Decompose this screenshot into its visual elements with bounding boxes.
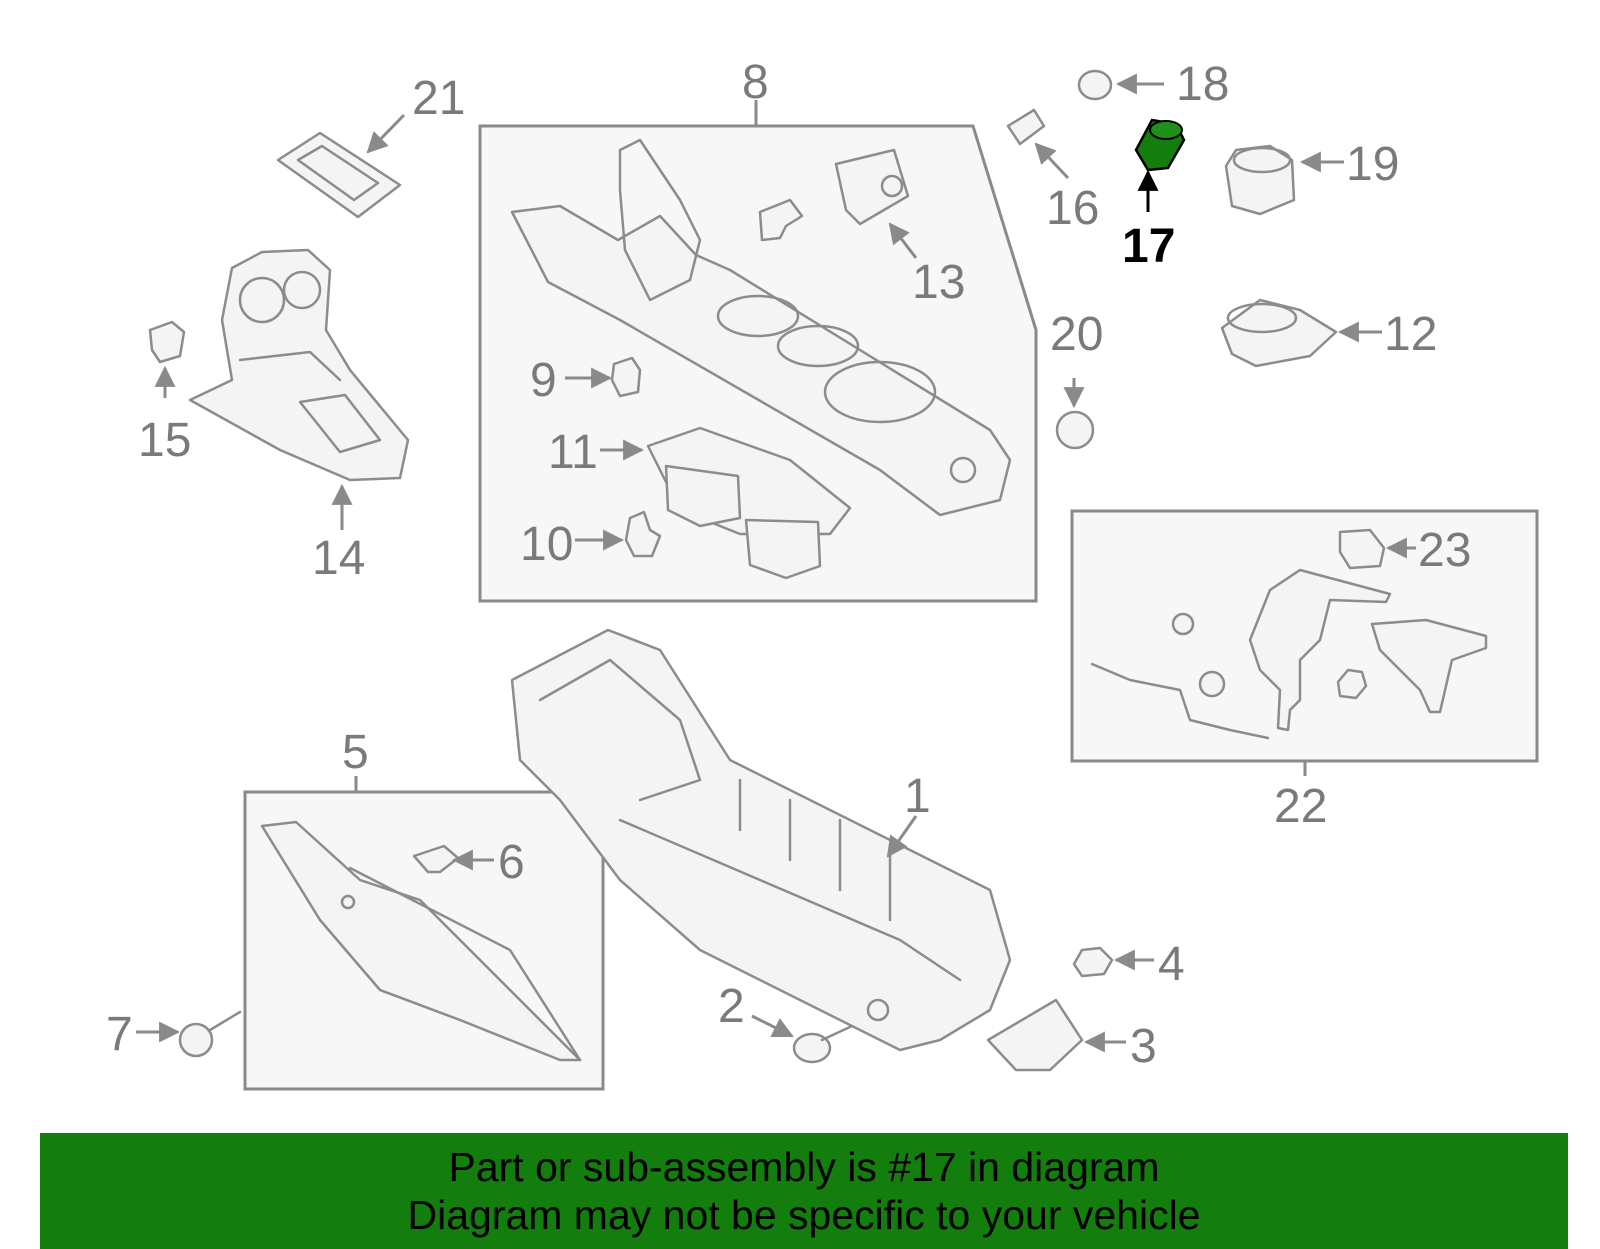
callout-10: 10 [520,518,573,571]
part-8-bracket [758,198,804,242]
callout-5: 5 [342,726,369,779]
part-23-switch [1338,528,1386,570]
part-16-socket [1006,108,1046,146]
callout-23: 23 [1418,524,1471,577]
part-1-console-body [510,628,1012,1052]
callout-15: 15 [138,414,191,467]
part-12-cup-insert [1220,298,1338,368]
part-9-clip [610,356,642,398]
callout-4: 4 [1158,938,1185,991]
part-13-switch-panel [834,148,910,226]
callout-13: 13 [912,256,965,309]
part-8-upper-console [510,138,1012,517]
banner-line-2: Diagram may not be specific to your vehi… [407,1192,1201,1238]
callout-8: 8 [742,56,769,109]
part-22-parking-brake [1090,568,1488,740]
callout-12: 12 [1384,308,1437,361]
part-5-side-panel [260,820,582,1062]
callout-11: 11 [548,426,598,479]
leader-lines [136,73,1416,1053]
callout-18: 18 [1176,58,1229,111]
callout-14: 14 [312,532,365,585]
part-14-shifter-panel [188,248,410,482]
callout-6: 6 [498,836,525,889]
info-banner: Part or sub-assembly is #17 in diagram D… [40,1133,1568,1249]
part-2-push-pin [792,1024,854,1064]
callout-9: 9 [530,354,557,407]
part-11-cup-holder [646,426,852,580]
banner-line-1: Part or sub-assembly is #17 in diagram [448,1144,1160,1190]
part-18-cap [1077,69,1113,101]
callout-7: 7 [106,1008,133,1061]
callout-16: 16 [1046,182,1099,235]
part-19-socket [1224,144,1296,216]
part-21-bezel [276,131,402,219]
callout-22: 22 [1274,780,1327,833]
part-4-nut [1072,946,1114,978]
part-17-power-outlet [1134,118,1186,172]
part-7-screw [178,1010,242,1058]
callout-21: 21 [412,72,465,125]
part-3-bracket [986,998,1084,1072]
callout-20: 20 [1050,308,1103,361]
part-15-clip [148,320,186,364]
part-10-push-pin [624,510,662,558]
callout-3: 3 [1130,1020,1157,1073]
callout-19: 19 [1346,138,1399,191]
callout-2: 2 [718,980,745,1033]
callout-17: 17 [1122,220,1175,273]
callout-1: 1 [904,770,931,823]
part-6-clip [412,844,460,874]
part-20-plug [1055,410,1095,450]
